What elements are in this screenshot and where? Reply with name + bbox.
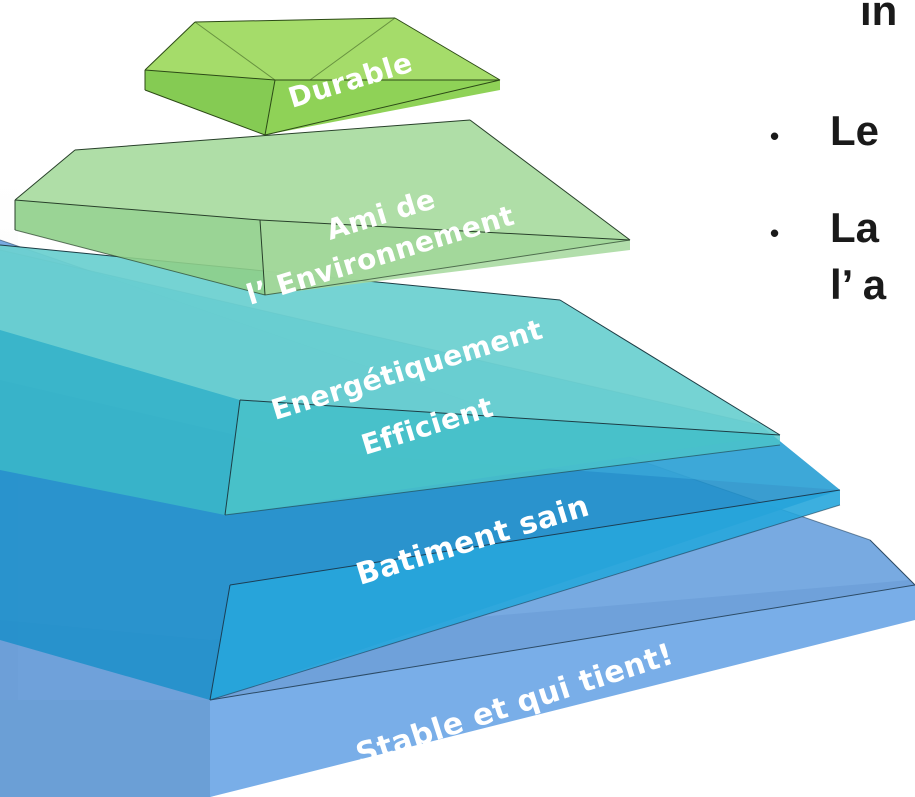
bullet-text-3: La	[830, 204, 880, 251]
bullet-dot-icon: •	[770, 218, 780, 248]
layer-energetique[interactable]	[0, 244, 781, 516]
bullet-dot-icon: •	[770, 121, 780, 151]
layer-environnement[interactable]	[14, 119, 631, 296]
bullet-text-4: l’ a	[830, 261, 887, 308]
layer-durable[interactable]	[144, 17, 501, 136]
bullet-list: in • Le • La l’ a	[770, 0, 915, 400]
bullet-text-2: Le	[830, 107, 880, 154]
bullet-text-1: in	[860, 0, 898, 34]
